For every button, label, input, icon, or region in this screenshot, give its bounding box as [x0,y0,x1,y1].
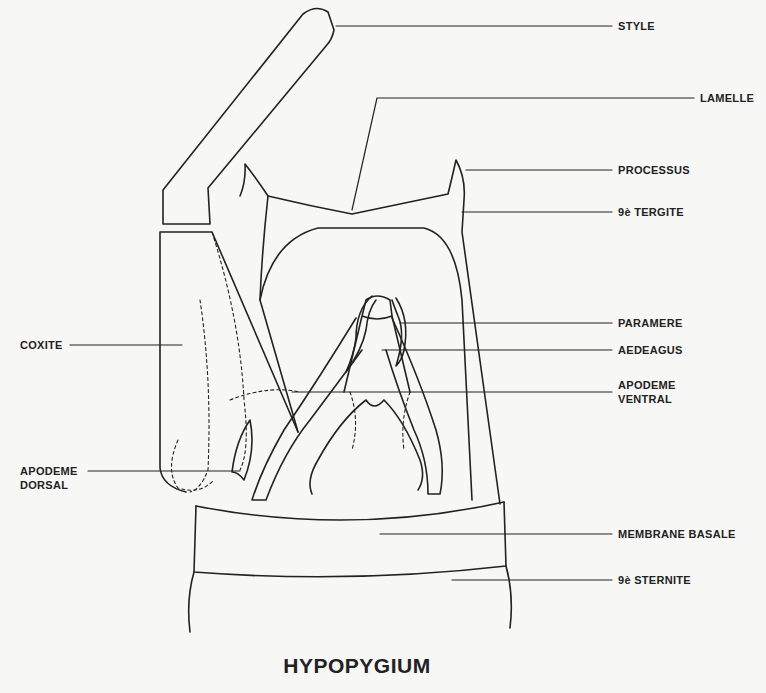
apodeme-ventral [252,318,362,500]
aedeagus [344,296,410,392]
part-label: COXITE [20,338,63,352]
part-label: APODEME VENTRAL [618,378,718,406]
leader-line [336,25,612,26]
apodeme-ventral [386,318,442,494]
paramere [392,298,406,366]
leader-line [400,322,612,323]
hidden-edge [172,440,215,490]
membrane-basale [196,502,504,520]
part-label: 9è TERGITE [618,205,684,219]
leader-line [292,391,612,392]
hidden-edge [190,300,209,492]
style-outline [163,8,334,224]
leader-line [462,211,612,212]
tergite-outline [240,160,500,504]
tergite-left-edge [260,196,298,432]
leader-line [352,98,694,210]
sternite-outline [194,502,506,577]
leader-line [70,344,182,345]
hidden-edge [230,390,410,450]
part-label: PROCESSUS [618,163,690,177]
part-label: LAMELLE [700,91,754,105]
leader-line [88,470,240,471]
part-label: AEDEAGUS [618,343,683,357]
leader-line [452,579,612,580]
tergite-inner-arch [260,228,472,500]
leader-line [382,349,612,350]
abdomen-segment [189,566,512,632]
part-label: 9è STERNITE [618,573,691,587]
part-label: STYLE [618,19,655,33]
leader-line [380,533,612,534]
figure-caption: HYPOPYGIUM [283,654,430,678]
leader-line [466,169,612,170]
paramere [346,296,376,372]
part-label: PARAMERE [618,316,683,330]
part-label: MEMBRANE BASALE [618,527,736,541]
apodeme-ventral [310,400,423,494]
part-label: APODEME DORSAL [20,464,90,492]
